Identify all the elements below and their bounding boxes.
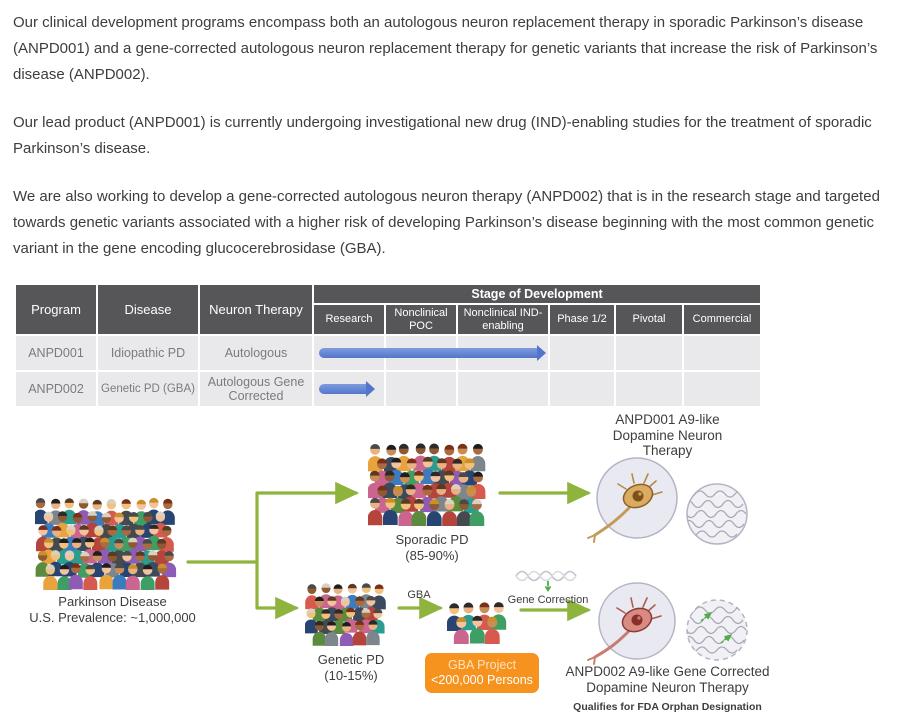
stage-header-phase-1-2: Phase 1/2 xyxy=(550,305,614,334)
anpd001-title-line3: Therapy xyxy=(642,443,693,458)
fiber-squiggles xyxy=(687,606,747,654)
anpd001-title: ANPD001 A9-like Dopamine Neuron Therapy xyxy=(575,412,760,459)
stage-header-nonclinical-poc: Nonclinical POC xyxy=(386,305,456,334)
stage-header-commercial: Commercial xyxy=(684,305,760,334)
sporadic-pd-percent: (85-90%) xyxy=(405,548,459,563)
column-header-neuron-therapy: Neuron Therapy xyxy=(200,285,312,334)
stage-header-research: Research xyxy=(314,305,384,334)
stage-cell xyxy=(458,372,548,406)
parkinson-population-crowd-illustration xyxy=(35,497,177,590)
gba-project-badge: GBA Project <200,000 Persons xyxy=(425,653,539,693)
fiber-circle xyxy=(686,483,748,545)
genetic-pd-label: Genetic PD (10-15%) xyxy=(292,652,410,684)
cell-disease-anpd002: Genetic PD (GBA) xyxy=(98,372,198,406)
gba-arrow-label: GBA xyxy=(407,589,431,601)
anpd002-title: ANPD002 A9-like Gene Corrected Dopamine … xyxy=(555,664,780,715)
stage-cell xyxy=(386,372,456,406)
stage-cell xyxy=(550,372,614,406)
paragraph-anpd002: We are also working to develop a gene-co… xyxy=(13,188,880,257)
anpd002-title-line1: ANPD002 A9-like Gene Corrected xyxy=(565,664,770,679)
population-label-subtitle: U.S. Prevalence: ~1,000,000 xyxy=(29,610,196,625)
stage-cell xyxy=(314,336,384,370)
stage-of-development-header: Stage of Development xyxy=(314,285,760,303)
cell-program-anpd001: ANPD001 xyxy=(16,336,96,370)
anpd002-orphan-designation-note: Qualifies for FDA Orphan Designation xyxy=(573,701,762,713)
gba-carriers-group-illustration xyxy=(447,602,507,644)
stage-cell xyxy=(616,336,682,370)
anpd002-neuron-illustration xyxy=(587,582,748,665)
anpd002-title-line2: Dopamine Neuron Therapy xyxy=(586,680,749,695)
gba-project-badge-title: GBA Project xyxy=(447,658,517,672)
stage-header-pivotal: Pivotal xyxy=(616,305,682,334)
genetic-pd-percent: (10-15%) xyxy=(324,668,378,683)
stage-cell xyxy=(616,372,682,406)
stage-cell xyxy=(684,336,760,370)
flow-arrows xyxy=(186,481,592,622)
paragraph-programs-overview: Our clinical development programs encomp… xyxy=(13,14,878,83)
population-label: Parkinson Disease U.S. Prevalence: ~1,00… xyxy=(15,594,210,626)
arrow-to-genetic xyxy=(255,560,300,620)
paragraph-lead-product: Our lead product (ANPD001) is currently … xyxy=(13,114,872,157)
program-stage-table: Program Disease Neuron Therapy Stage of … xyxy=(16,285,760,406)
sporadic-pd-label: Sporadic PD (85-90%) xyxy=(363,532,501,564)
sporadic-pd-crowd-illustration xyxy=(368,443,486,526)
gba-project-badge-subtitle: <200,000 Persons xyxy=(431,673,533,687)
fiber-squiggles xyxy=(687,490,747,538)
stage-cell xyxy=(458,336,548,370)
sporadic-pd-name: Sporadic PD xyxy=(395,532,469,547)
genetic-pd-name: Genetic PD xyxy=(317,652,385,667)
gene-corrected-arrows-icon xyxy=(700,612,733,644)
cell-therapy-anpd002: Autologous Gene Corrected xyxy=(200,372,312,406)
cell-disease-anpd001: Idiopathic PD xyxy=(98,336,198,370)
stage-cell xyxy=(386,336,456,370)
stage-cell xyxy=(550,336,614,370)
column-header-program: Program xyxy=(16,285,96,334)
arrow-to-sporadic xyxy=(255,481,360,564)
stage-header-nonclinical-ind-enabling: Nonclinical IND-enabling xyxy=(458,305,548,334)
population-label-title: Parkinson Disease xyxy=(58,594,167,609)
cell-therapy-anpd001: Autologous xyxy=(200,336,312,370)
anpd001-title-line2: Dopamine Neuron xyxy=(612,427,723,443)
stage-cell xyxy=(684,372,760,406)
cell-program-anpd002: ANPD002 xyxy=(16,372,96,406)
anpd001-neuron-illustration xyxy=(587,457,748,545)
fiber-circle-dashed xyxy=(686,599,748,661)
gene-correction-label: Gene Correction xyxy=(507,594,589,606)
column-header-disease: Disease xyxy=(98,285,198,334)
dna-helix-icon xyxy=(515,570,577,592)
anpd001-title-line1: ANPD001 A9-like xyxy=(615,412,720,427)
genetic-pd-crowd-illustration xyxy=(305,583,386,646)
